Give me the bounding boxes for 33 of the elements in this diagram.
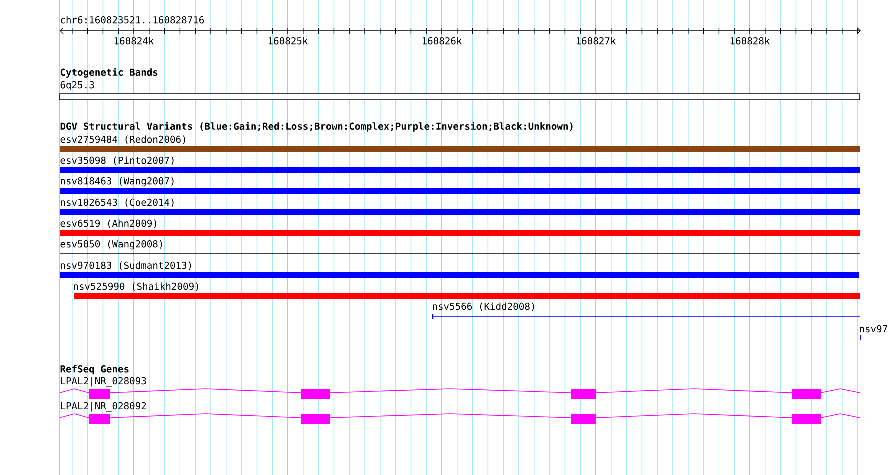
tick-label: 160825k bbox=[268, 37, 308, 45]
node-label: nsv525990 (Shaikh2009) bbox=[74, 282, 198, 292]
tick-label: 160824k bbox=[114, 37, 154, 45]
variant-bar: nsv5566 (Kidd2008) bbox=[432, 302, 860, 319]
track-title: RefSeq Genes bbox=[60, 365, 129, 375]
track-title: Cytogenetic Bands bbox=[60, 68, 158, 78]
node-label: 6q25.3 bbox=[60, 81, 94, 91]
node-label: LPAL2|NR_028093 bbox=[61, 377, 146, 387]
variant-bar: nsv525990 (Shaikh2009) bbox=[74, 282, 860, 299]
node-label: nsv1026543 (Coe2014) bbox=[61, 198, 174, 208]
node-label: nsv970183 (Sudmant2013) bbox=[61, 262, 192, 270]
node-label: esv35098 (Pinto2007) bbox=[60, 156, 174, 166]
tick-label: 160828k bbox=[730, 37, 770, 45]
variant-bar: nsv97 bbox=[860, 325, 888, 340]
node-label: nsv818463 (Wang2007) bbox=[61, 177, 174, 187]
variant-bar: esv2759484 (Redon2006) bbox=[60, 136, 860, 152]
tick-label: 160826k bbox=[422, 37, 462, 45]
node-label: LPAL2|NR_028092 bbox=[61, 402, 146, 412]
gene-model: LPAL2|NR_028093 bbox=[60, 377, 860, 399]
variant-bar: esv35098 (Pinto2007) bbox=[60, 156, 860, 173]
variant-bar: nsv1026543 (Coe2014) bbox=[60, 198, 860, 215]
tick-label: 160827k bbox=[576, 37, 616, 45]
node-label: nsv97 bbox=[860, 325, 888, 333]
cytoband: 6q25.3 bbox=[60, 81, 860, 100]
gene-model: LPAL2|NR_028092 bbox=[60, 402, 860, 424]
node-label: esv6519 (Ahn2009) bbox=[60, 220, 156, 228]
variant-bar: esv5050 (Wang2008) bbox=[60, 240, 860, 254]
variant-bar: esv6519 (Ahn2009) bbox=[60, 220, 860, 236]
node-label: esv2759484 (Redon2006) bbox=[60, 136, 186, 144]
track-title: DGV Structural Variants (Blue:Gain;Red:Loss;Brown:Complex;Purple:Inversion;Black:Unknown) bbox=[60, 122, 573, 132]
region-title: chr6:160823521..160828716 bbox=[61, 16, 204, 24]
variant-bar: nsv970183 (Sudmant2013) bbox=[60, 262, 859, 278]
variant-bar: nsv818463 (Wang2007) bbox=[60, 177, 860, 194]
